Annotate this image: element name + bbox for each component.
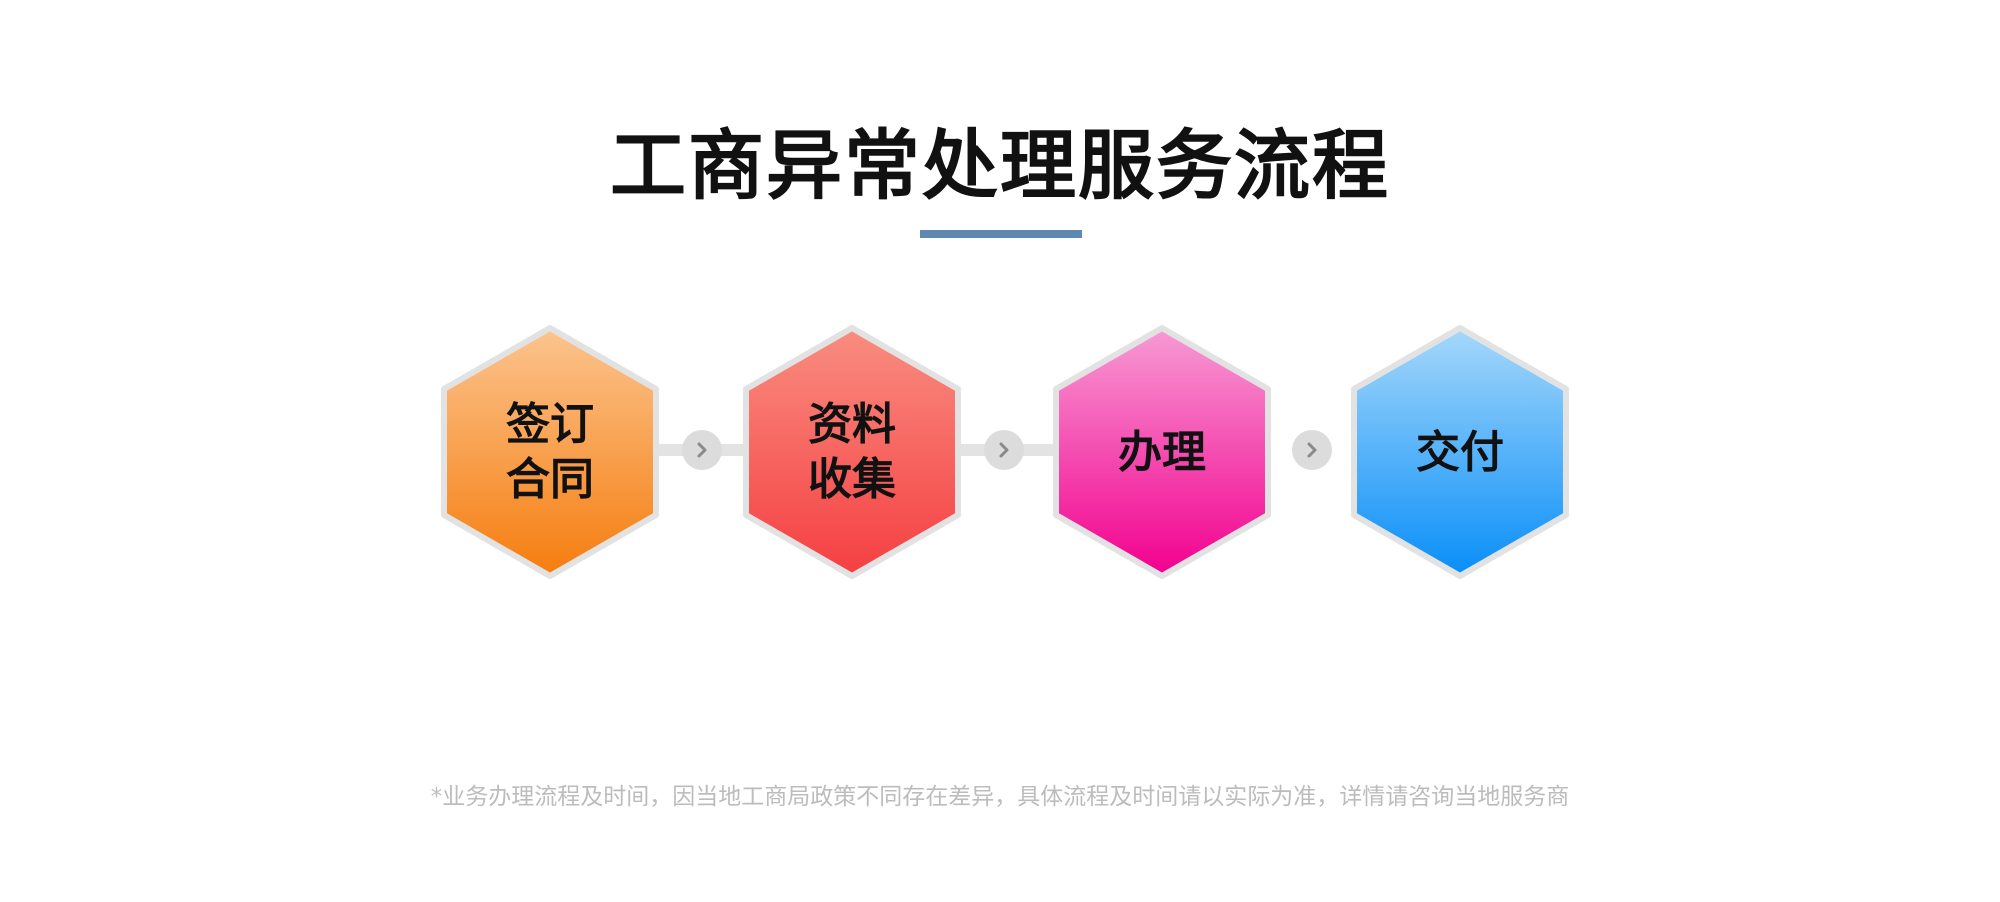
hexagon-shape	[1053, 325, 1271, 579]
step-1-label-line1: 签订	[506, 399, 594, 450]
step-2-label-line2: 收集	[808, 454, 896, 505]
step-4-hexagon: 交付	[1350, 325, 1570, 579]
hexagon-shape	[441, 325, 659, 579]
title-underline	[920, 230, 1082, 238]
step-1-label: 签订 合同	[440, 325, 660, 579]
step-4-label: 交付	[1350, 325, 1570, 579]
step-4-label-line1: 交付	[1416, 426, 1504, 478]
step-1-label-line2: 合同	[506, 454, 594, 505]
step-2-label: 资料 收集	[742, 325, 962, 579]
step-3-label: 办理	[1052, 325, 1272, 579]
step-arrow-1	[682, 430, 722, 470]
hexagon-shape	[743, 325, 961, 579]
step-arrow-2	[984, 430, 1024, 470]
step-3-label-line1: 办理	[1118, 426, 1206, 478]
step-3-hexagon: 办理	[1052, 325, 1272, 579]
footnote-disclaimer: *业务办理流程及时间，因当地工商局政策不同存在差异，具体流程及时间请以实际为准，…	[430, 784, 1570, 810]
step-1-hexagon: 签订 合同	[440, 325, 660, 579]
chevron-right-icon	[1307, 442, 1317, 458]
step-arrow-3	[1292, 430, 1332, 470]
chevron-right-icon	[999, 442, 1009, 458]
hexagon-shape	[1351, 325, 1569, 579]
page-title: 工商异常处理服务流程	[610, 121, 1390, 210]
chevron-right-icon	[697, 442, 707, 458]
step-2-hexagon: 资料 收集	[742, 325, 962, 579]
step-2-label-line1: 资料	[808, 399, 896, 450]
